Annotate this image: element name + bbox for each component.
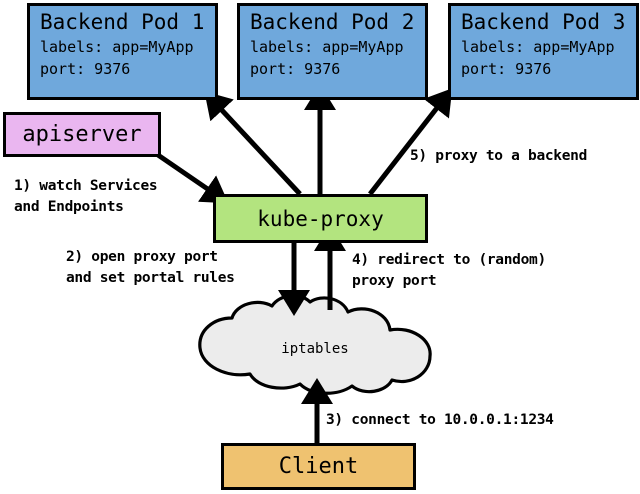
step-3-label: 3) connect to 10.0.0.1:1234 — [326, 410, 554, 431]
backend-pod-2-box[interactable]: Backend Pod 2 labels: app=MyApp port: 93… — [237, 3, 428, 100]
backend-pod-1-labels: labels: app=MyApp — [40, 38, 194, 56]
iptables-label: iptables — [281, 341, 349, 357]
step-2-label: 2) open proxy port and set portal rules — [66, 247, 235, 289]
apiserver-label: apiserver — [22, 121, 142, 147]
backend-pod-3-port: port: 9376 — [461, 60, 552, 78]
step-1-line-1: 1) watch Services — [14, 178, 158, 194]
step-3-line-1: 3) connect to 10.0.0.1:1234 — [326, 412, 554, 428]
backend-pod-3-title: Backend Pod 3 — [461, 10, 626, 34]
step-5-label: 5) proxy to a backend — [410, 146, 587, 167]
arrow-kubeproxy-to-pod-3 — [368, 88, 453, 196]
step-5-line-1: 5) proxy to a backend — [410, 148, 588, 164]
apiserver-box[interactable]: apiserver — [3, 112, 161, 157]
step-2-line-1: 2) open proxy port — [66, 249, 218, 265]
client-box[interactable]: Client — [221, 443, 416, 490]
step-4-line-2: proxy port — [352, 273, 437, 289]
client-label: Client — [278, 453, 359, 479]
step-2-line-2: and set portal rules — [66, 270, 235, 286]
step-1-line-2: and Endpoints — [14, 199, 124, 215]
backend-pod-3-labels: labels: app=MyApp — [461, 38, 615, 56]
arrow-apiserver-to-kubeproxy — [156, 152, 229, 204]
backend-pod-2-labels: labels: app=MyApp — [250, 38, 404, 56]
step-4-line-1: 4) redirect to (random) — [352, 252, 546, 268]
backend-pod-2-port: port: 9376 — [250, 60, 341, 78]
arrow-kubeproxy-to-pod-1 — [204, 91, 302, 196]
kube-proxy-box[interactable]: kube-proxy — [213, 194, 428, 243]
kube-proxy-label: kube-proxy — [257, 206, 384, 231]
step-1-label: 1) watch Services and Endpoints — [14, 176, 158, 218]
backend-pod-1-title: Backend Pod 1 — [40, 10, 205, 34]
backend-pod-1-port: port: 9376 — [40, 60, 131, 78]
backend-pod-2-title: Backend Pod 2 — [250, 10, 415, 34]
backend-pod-3-box[interactable]: Backend Pod 3 labels: app=MyApp port: 93… — [448, 3, 639, 100]
step-4-label: 4) redirect to (random) proxy port — [352, 250, 546, 292]
backend-pod-1-box[interactable]: Backend Pod 1 labels: app=MyApp port: 93… — [27, 3, 218, 100]
